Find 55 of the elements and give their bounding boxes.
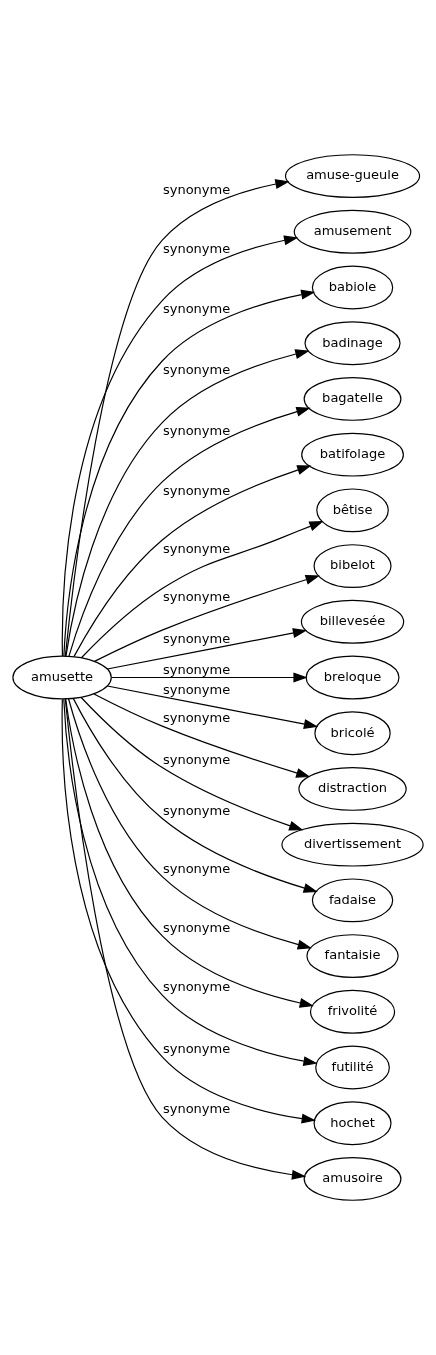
edge-label: synonyme: [162, 681, 231, 697]
node-ellipse: batifolage: [301, 432, 404, 477]
node-ellipse: bibelot: [313, 544, 392, 588]
edge-label: synonyme: [162, 630, 231, 646]
edge-label: synonyme: [162, 979, 231, 995]
node-ellipse: frivolité: [309, 989, 396, 1034]
node-ellipse: babiole: [311, 265, 394, 310]
edge-label: synonyme: [162, 920, 231, 936]
arrow: [64, 698, 307, 1180]
node-ellipse: bêtise: [316, 488, 389, 533]
node-ellipse: amusette: [12, 655, 112, 700]
edge-label: synonyme: [162, 482, 231, 498]
node-ellipse: amusoire: [303, 1157, 402, 1201]
edge-label: synonyme: [162, 1041, 231, 1057]
arrow: [110, 672, 308, 683]
node-ellipse: bagatelle: [303, 377, 402, 421]
edge-label: synonyme: [162, 589, 231, 605]
node-ellipse: billevesée: [300, 599, 405, 644]
arrow: [72, 697, 318, 893]
edge-label: synonyme: [162, 802, 231, 818]
node-ellipse: amuse-gueule: [284, 154, 421, 198]
node-ellipse: hochet: [313, 1101, 392, 1146]
edge-label: synonyme: [162, 1101, 231, 1117]
edge-label: synonyme: [162, 860, 231, 876]
node-ellipse: badinage: [304, 321, 401, 366]
node-ellipse: futilité: [315, 1045, 390, 1090]
edge-label: synonyme: [162, 361, 231, 377]
arrow: [64, 179, 290, 657]
arrow: [65, 698, 314, 1008]
edge-label: synonyme: [162, 661, 231, 677]
arrow: [68, 406, 311, 657]
edge-label: synonyme: [162, 751, 231, 767]
arrow: [67, 698, 312, 950]
arrow: [106, 628, 308, 670]
edge-label: synonyme: [162, 540, 231, 556]
edge-label: synonyme: [162, 301, 231, 317]
edge-label: synonyme: [162, 423, 231, 439]
edge-label: synonyme: [162, 181, 231, 197]
arrow: [106, 685, 319, 729]
node-ellipse: fantaisie: [306, 934, 399, 978]
arrow: [93, 693, 311, 778]
node-ellipse: bricolé: [314, 711, 391, 756]
arrow: [80, 521, 324, 659]
arrow: [65, 349, 310, 657]
edge-label: synonyme: [162, 710, 231, 726]
node-ellipse: fadaise: [311, 878, 394, 923]
node-ellipse: amusement: [293, 209, 412, 254]
arrow: [63, 289, 316, 657]
edge-label: synonyme: [162, 240, 231, 256]
node-ellipse: distraction: [298, 767, 407, 811]
arrow: [73, 465, 312, 657]
arrow: [93, 574, 320, 662]
arrow: [61, 235, 299, 657]
arrow: [80, 696, 304, 831]
node-ellipse: breloque: [305, 655, 400, 700]
